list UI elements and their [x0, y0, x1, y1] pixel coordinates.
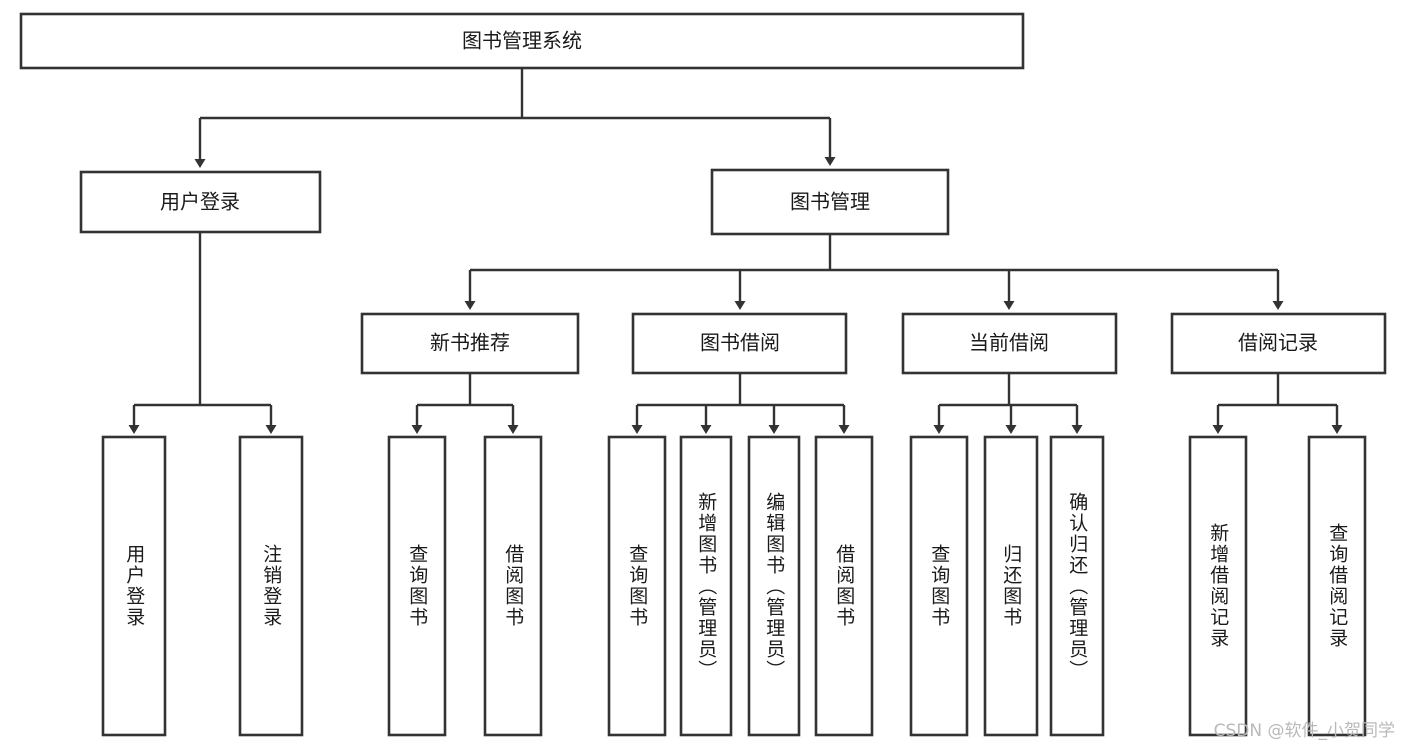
- node-book-borrow-box: [631, 312, 848, 375]
- node-user-login[interactable]: 用户登录: [79, 170, 322, 234]
- connector-borrow-record-to-leaves: [1212, 373, 1343, 434]
- node-root-label: 图书管理系统: [462, 29, 582, 53]
- leaf-box-add-borrow-record[interactable]: [1188, 435, 1248, 737]
- node-book-management-box: [710, 168, 950, 236]
- node-borrow-record-box: [1170, 312, 1387, 375]
- node-current-borrow[interactable]: 当前借阅: [901, 312, 1118, 375]
- leaf-box-logout[interactable]: [238, 435, 304, 737]
- leaf-box-query-book-cb[interactable]: [909, 435, 969, 737]
- node-new-book-recommend-label: 新书推荐: [430, 331, 510, 355]
- leaf-box-query-borrow-record[interactable]: [1307, 435, 1367, 737]
- node-book-borrow[interactable]: 图书借阅: [631, 312, 848, 375]
- leaf-box-return-book[interactable]: [983, 435, 1039, 737]
- node-new-book-recommend[interactable]: 新书推荐: [360, 312, 580, 375]
- leaf-box-confirm-return[interactable]: [1049, 435, 1105, 737]
- connector-root-to-level2: [194, 68, 836, 168]
- connector-current-borrow-to-leaves: [933, 373, 1083, 434]
- leaf-box-add-book[interactable]: [679, 435, 733, 737]
- node-current-borrow-label: 当前借阅: [969, 331, 1049, 355]
- node-current-borrow-box: [901, 312, 1118, 375]
- leaf-box-borrow-book-bb[interactable]: [814, 435, 874, 737]
- node-borrow-record[interactable]: 借阅记录: [1170, 312, 1387, 375]
- node-root[interactable]: 图书管理系统: [19, 12, 1025, 70]
- connector-new-book-recommend-to-leaves: [411, 373, 519, 434]
- leaf-box-borrow-book-nbr[interactable]: [483, 435, 543, 737]
- leaf-box-edit-book[interactable]: [747, 435, 801, 737]
- connector-book-management-to-level3: [464, 234, 1284, 310]
- connector-user-login-to-leaves: [128, 232, 277, 434]
- leaf-box-user-login[interactable]: [101, 435, 167, 737]
- leaf-boxes: [101, 435, 1367, 737]
- node-borrow-record-label: 借阅记录: [1238, 331, 1318, 355]
- connector-book-borrow-to-leaves: [631, 373, 850, 434]
- node-book-management-label: 图书管理: [790, 190, 870, 214]
- node-user-login-label: 用户登录: [160, 190, 240, 214]
- node-book-management[interactable]: 图书管理: [710, 168, 950, 236]
- leaf-box-query-book-nbr[interactable]: [387, 435, 447, 737]
- node-book-borrow-label: 图书借阅: [700, 331, 780, 355]
- leaf-box-query-book-bb[interactable]: [607, 435, 667, 737]
- node-root-box: [19, 12, 1025, 70]
- node-new-book-recommend-box: [360, 312, 580, 375]
